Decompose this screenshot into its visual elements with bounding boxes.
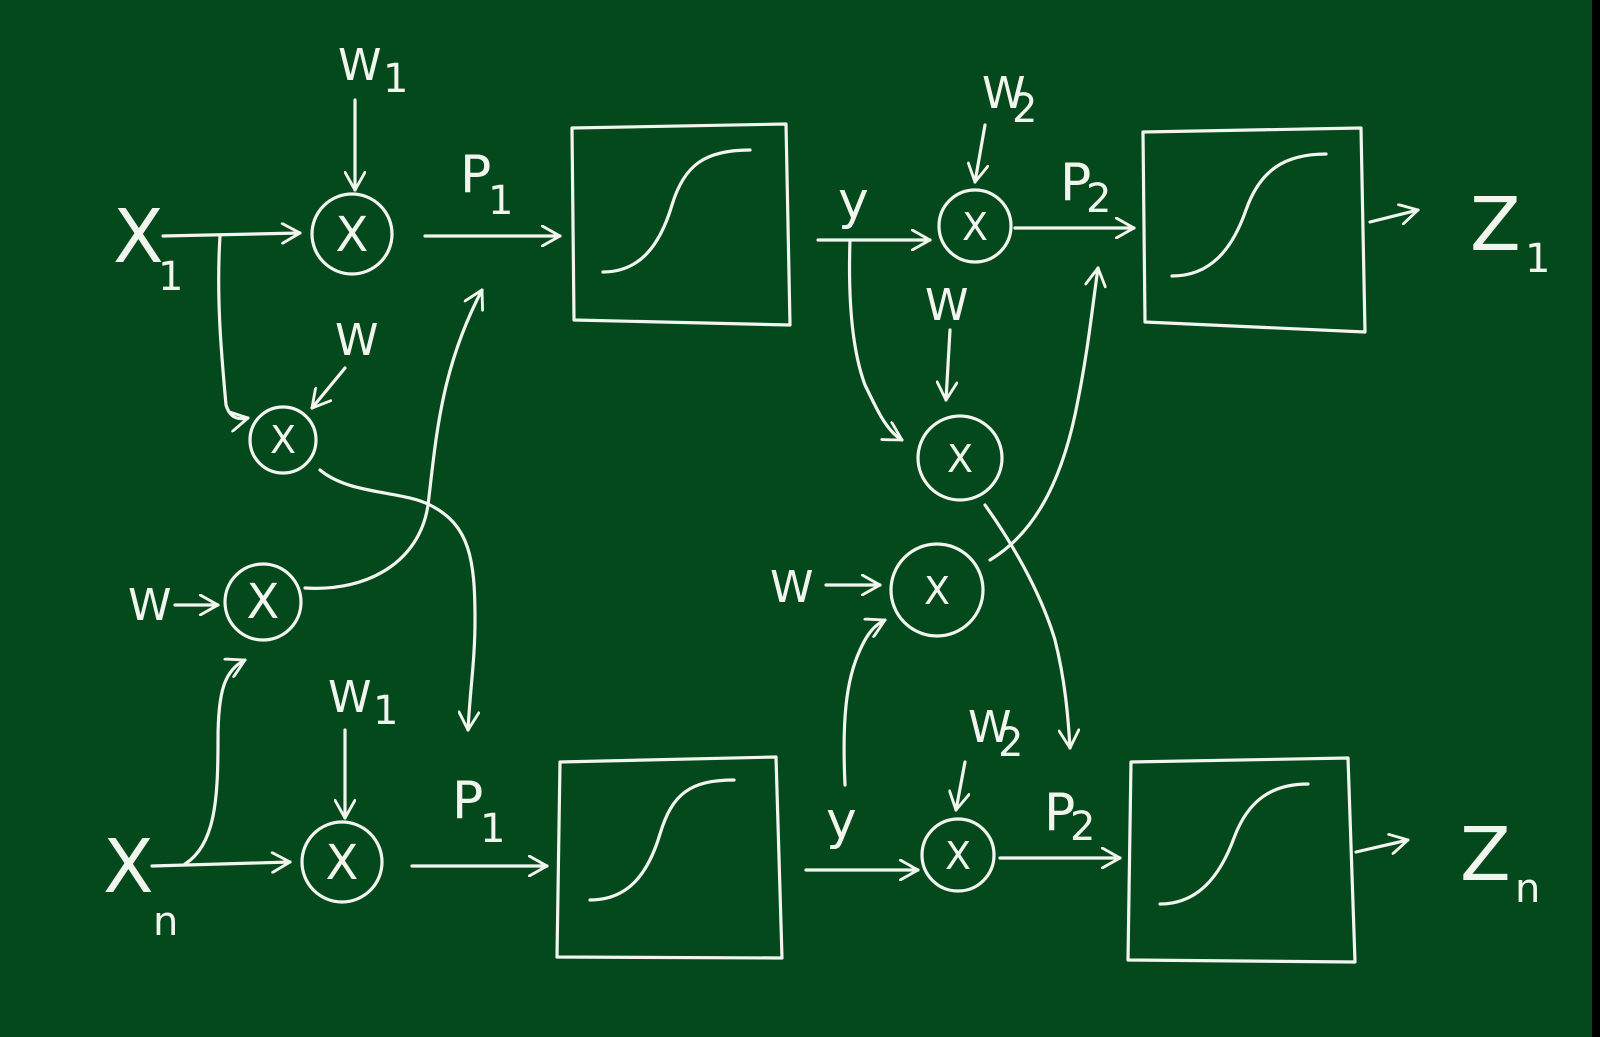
signal-label-y-bottom: y xyxy=(826,791,857,851)
multiply-symbol: X xyxy=(947,437,973,481)
edge-y-bottom-to-cross-right-lower xyxy=(842,620,887,787)
edge-cross-right-upper-to-bottom-activation xyxy=(983,503,1070,750)
weight-label-cross-right-upper: W xyxy=(925,280,969,331)
signal-label-p1-top: P xyxy=(460,145,491,205)
signal-label-p1-bottom-subscript: 1 xyxy=(480,806,505,852)
output-label-z1-subscript: 1 xyxy=(1525,236,1550,282)
edge-activation-to-z1 xyxy=(1368,210,1420,222)
cross-multiply-node-left-lower: X xyxy=(223,562,303,642)
weight-label-w1-bottom-subscript: 1 xyxy=(373,688,398,734)
board-right-edge xyxy=(1592,0,1600,1037)
activation-box-top-right xyxy=(1141,126,1367,334)
input-label-x1: X xyxy=(113,194,164,280)
multiply-symbol: X xyxy=(336,207,369,263)
multiply-symbol: X xyxy=(945,834,971,878)
multiply-symbol: X xyxy=(247,574,280,630)
activation-box-bottom-left xyxy=(555,755,784,960)
weight-label-w2-bottom-subscript: 2 xyxy=(998,720,1023,766)
sigmoid-curve-icon xyxy=(1170,152,1328,278)
weight-label-w2-top: W xyxy=(982,68,1026,119)
bottom-left-multiply-node: X xyxy=(300,820,384,904)
multiply-node-icon xyxy=(300,820,384,904)
multiply-symbol: X xyxy=(270,418,296,462)
multiply-node-icon xyxy=(889,542,985,638)
edge-xn-to-bottom-mul xyxy=(150,862,292,866)
input-label-x1-subscript: 1 xyxy=(158,254,183,300)
signal-label-p1-bottom: P xyxy=(452,771,483,831)
weight-label-cross-right-lower: W xyxy=(770,562,814,613)
input-label-xn: X xyxy=(103,824,154,910)
weight-label-cross-left-lower: W xyxy=(128,580,172,631)
output-label-zn: Z xyxy=(1460,812,1511,898)
edge-x1-to-cross-upper xyxy=(217,234,250,419)
edge-cross-right-lower-to-top-activation xyxy=(988,266,1098,562)
weight-label-w1-top: W xyxy=(338,40,382,91)
output-label-zn-subscript: n xyxy=(1515,866,1540,912)
edge-w-to-cross-upper xyxy=(310,366,347,410)
weight-label-w2-top-subscript: 2 xyxy=(1012,86,1037,132)
edge-cross-upper-to-bottom-activation xyxy=(318,468,475,732)
edge-w2-to-top-right-mul xyxy=(975,123,985,184)
edge-w-to-cross-right-upper xyxy=(946,328,950,402)
cross-multiply-node-right-lower: X xyxy=(889,542,985,638)
multiply-node-icon xyxy=(937,188,1013,264)
signal-label-p2-top: P xyxy=(1060,153,1091,213)
top-right-multiply-node: X xyxy=(937,188,1013,264)
edge-activation-to-zn xyxy=(1354,840,1410,852)
signal-label-y-top: y xyxy=(838,171,869,231)
cross-multiply-node-left-upper: X xyxy=(248,405,318,475)
signal-label-p2-bottom-subscript: 2 xyxy=(1070,804,1095,850)
multiply-symbol: X xyxy=(326,835,359,891)
multiply-symbol: X xyxy=(962,205,988,249)
input-label-xn-subscript: n xyxy=(153,899,178,945)
multiply-node-icon xyxy=(916,414,1004,502)
signal-label-p1-top-subscript: 1 xyxy=(488,178,513,224)
edge-y-top-to-cross-right-upper xyxy=(847,238,904,442)
edge-x1-to-top-mul xyxy=(161,233,302,236)
multiply-node-icon xyxy=(310,192,394,276)
edge-w2-to-bottom-right-mul xyxy=(956,760,965,812)
edge-cross-lower-to-top-activation xyxy=(303,288,482,590)
signal-label-p2-bottom: P xyxy=(1044,783,1075,843)
weight-label-w2-bottom: W xyxy=(968,702,1012,753)
multiply-node-icon xyxy=(248,405,318,475)
signal-label-p2-top-subscript: 2 xyxy=(1086,176,1111,222)
sigmoid-curve-icon xyxy=(1158,782,1310,906)
top-left-multiply-node: X xyxy=(310,192,394,276)
sigmoid-curve-icon xyxy=(601,148,752,274)
cross-multiply-node-right-upper: X xyxy=(916,414,1004,502)
multiply-symbol: X xyxy=(924,569,950,613)
activation-box-bottom-right xyxy=(1126,756,1357,964)
activation-box-top-left xyxy=(570,122,792,327)
weight-label-cross-left-upper: W xyxy=(335,315,379,366)
output-label-z1: Z xyxy=(1470,182,1521,268)
multiply-node-icon xyxy=(223,562,303,642)
weight-label-w1-bottom: W xyxy=(328,672,372,723)
edge-xn-to-cross-lower xyxy=(183,660,247,866)
bottom-right-multiply-node: X xyxy=(920,817,996,893)
sigmoid-curve-icon xyxy=(588,778,736,902)
multiply-node-icon xyxy=(920,817,996,893)
weight-label-w1-top-subscript: 1 xyxy=(383,56,408,102)
